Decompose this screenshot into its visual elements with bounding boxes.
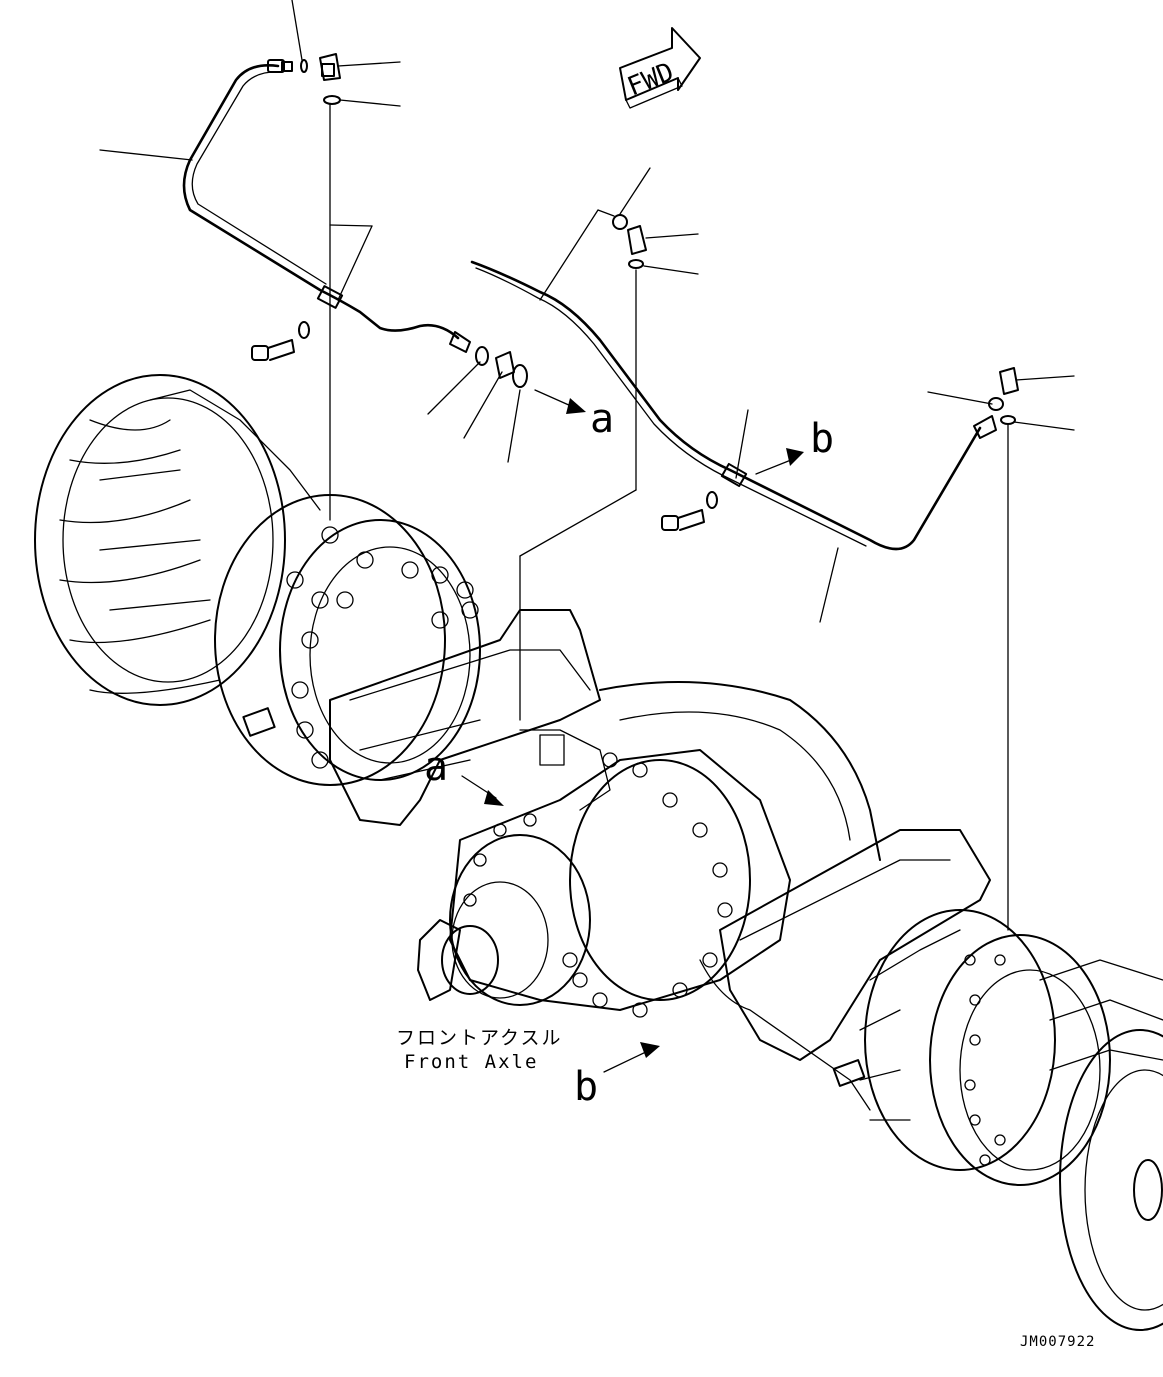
callout-b-leader [603,1042,660,1073]
caption-japanese: フロントアクスル [396,1027,562,1049]
drawing-code: JM007922 [1020,1334,1095,1350]
axle-housing [329,609,881,861]
left-hub [214,494,481,786]
right-hub [859,909,1111,1186]
middle-fittings-a [427,346,586,463]
left-brake-tube [99,59,471,353]
fwd-direction-arrow: FWD [619,27,701,109]
callout-b-top: b [810,416,834,462]
right-brake-tube [470,260,1075,931]
right-tire [1039,959,1163,1331]
right-bolt-washer [661,491,718,531]
left-tire [34,374,321,706]
callout-a-axle: a [424,744,448,790]
differential-carrier [417,729,791,1018]
upper-right-fittings [519,167,839,721]
left-bolt-washer [251,321,310,361]
callout-b-bottom: b [574,1064,598,1110]
caption-english: Front Axle [404,1051,538,1073]
callout-a-top: a [590,396,614,442]
upper-left-fittings [291,0,401,521]
callout-a-leader [461,775,504,806]
right-axle-housing [699,829,991,1111]
